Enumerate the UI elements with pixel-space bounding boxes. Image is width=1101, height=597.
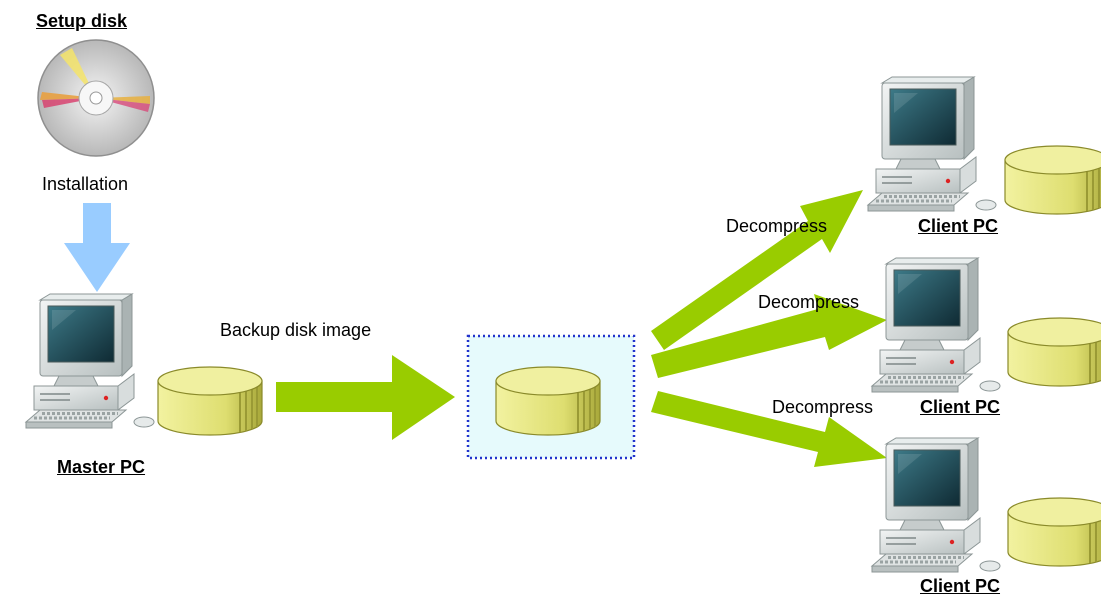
- master-computer-icon: [24, 292, 156, 430]
- master-disk-icon: [157, 366, 263, 436]
- decompress-arrow-3: [651, 391, 887, 467]
- setup-disk-label: Setup disk: [36, 11, 128, 31]
- decompress-label-3: Decompress: [772, 397, 874, 417]
- client-computer-icon-2: [870, 256, 1002, 394]
- backup-label: Backup disk image: [220, 320, 372, 340]
- decompress-label-1: Decompress: [726, 216, 828, 236]
- client-disk-icon-2: [1007, 317, 1101, 387]
- decompress-arrow-2: [651, 294, 887, 378]
- backup-arrow: [276, 355, 455, 440]
- image-disk-icon: [495, 366, 601, 436]
- client-computer-icon-1: [866, 75, 998, 213]
- installation-arrow: [64, 203, 130, 292]
- decompress-arrow-1: [651, 190, 863, 350]
- master-pc-label: Master PC: [57, 457, 146, 477]
- client-disk-icon-3: [1007, 497, 1101, 567]
- client-pc-label-2: Client PC: [920, 397, 1001, 417]
- cd-disc-icon: [37, 39, 155, 157]
- installation-label: Installation: [42, 174, 129, 194]
- client-pc-label-1: Client PC: [918, 216, 999, 236]
- client-pc-label-3: Client PC: [920, 576, 1001, 596]
- client-disk-icon-1: [1004, 145, 1101, 215]
- decompress-label-2: Decompress: [758, 292, 860, 312]
- client-computer-icon-3: [870, 436, 1002, 574]
